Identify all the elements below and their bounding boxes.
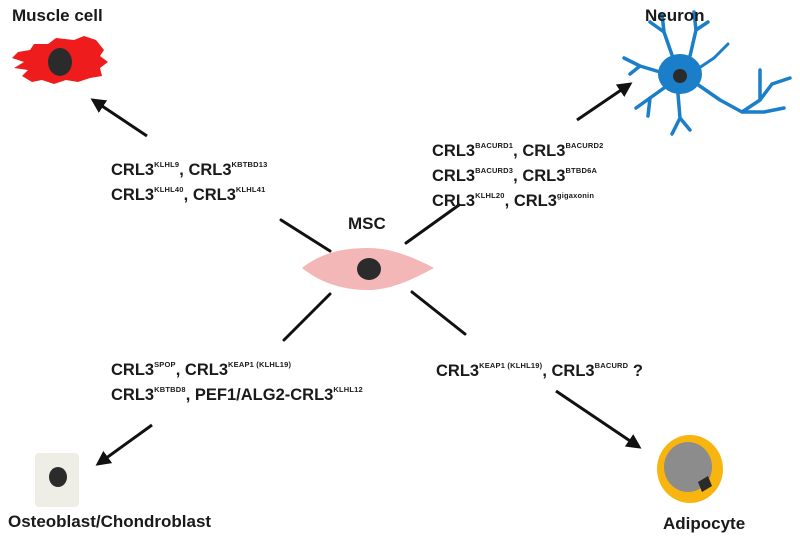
adipocyte-crl3-block: CRL3KEAP1 (KLHL19), CRL3BACURD ? bbox=[436, 356, 643, 381]
neuron-crl3-line-3: CRL3KLHL20, CRL3gigaxonin bbox=[432, 186, 604, 211]
adipocyte-crl3-line-1: CRL3KEAP1 (KLHL19), CRL3BACURD ? bbox=[436, 356, 643, 381]
arrow-to-neuron bbox=[576, 82, 633, 122]
separator: , bbox=[179, 161, 189, 179]
muscle-crl3-line-2: CRL3KLHL40, CRL3KLHL41 bbox=[111, 180, 268, 205]
substrate-adaptor: BACURD2 bbox=[565, 141, 604, 150]
osteo-crl3-line-1: CRL3SPOP, CRL3KEAP1 (KLHL19) bbox=[111, 355, 363, 380]
line-to-neuron-branch bbox=[404, 203, 461, 245]
muscle-cell-label: Muscle cell bbox=[12, 6, 103, 25]
substrate-adaptor: KLHL20 bbox=[475, 191, 505, 200]
substrate-adaptor: BACURD bbox=[594, 361, 629, 370]
crl3-name: CRL3 bbox=[522, 142, 566, 160]
substrate-adaptor: KLHL40 bbox=[154, 185, 184, 194]
arrow-to-adipocyte bbox=[555, 389, 642, 449]
connector-lines bbox=[279, 203, 467, 342]
substrate-adaptor: SPOP bbox=[154, 360, 176, 369]
osteo-crl3-block: CRL3SPOP, CRL3KEAP1 (KLHL19) CRL3KBTBD8,… bbox=[111, 355, 363, 405]
crl3-name: PEF1/ALG2-CRL3 bbox=[194, 386, 334, 404]
substrate-adaptor: BACURD3 bbox=[475, 166, 514, 175]
separator: , bbox=[183, 186, 193, 204]
crl3-name: CRL3 bbox=[111, 161, 155, 179]
crl3-name: CRL3 bbox=[184, 361, 229, 379]
substrate-adaptor: KBTBD8 bbox=[154, 385, 186, 394]
crl3-name: CRL3 bbox=[436, 362, 480, 380]
osteoblast-chondroblast-label: Osteoblast/Chondroblast bbox=[8, 512, 212, 531]
neuron-icon bbox=[622, 10, 792, 136]
crl3-name: CRL3 bbox=[432, 142, 476, 160]
crl3-name: CRL3 bbox=[513, 192, 557, 210]
adipocyte-label: Adipocyte bbox=[663, 514, 746, 533]
substrate-adaptor: gigaxonin bbox=[556, 191, 595, 200]
crl3-name: CRL3 bbox=[551, 362, 595, 380]
substrate-adaptor: KEAP1 (KLHL19) bbox=[479, 361, 543, 370]
arrow-to-muscle-cell bbox=[90, 98, 148, 138]
neuron-crl3-line-1: CRL3BACURD1, CRL3BACURD2 bbox=[432, 136, 604, 161]
msc-cell-icon bbox=[302, 248, 434, 290]
neuron-label: Neuron bbox=[645, 6, 705, 25]
substrate-adaptor: KLHL41 bbox=[235, 185, 266, 194]
substrate-adaptor: BACURD1 bbox=[475, 141, 514, 150]
arrow-to-osteoblast bbox=[95, 423, 153, 466]
line-to-osteo-branch bbox=[282, 292, 332, 342]
crl3-name: CRL3 bbox=[111, 361, 155, 379]
separator: , bbox=[504, 192, 514, 210]
muscle-cell-icon bbox=[12, 36, 108, 84]
muscle-crl3-line-1: CRL3KLHL9, CRL3KBTBD13 bbox=[111, 155, 268, 180]
crl3-name: CRL3 bbox=[111, 386, 155, 404]
crl3-name: CRL3 bbox=[432, 192, 476, 210]
crl3-name: CRL3 bbox=[432, 167, 476, 185]
line-to-muscle-branch bbox=[279, 218, 332, 253]
crl3-name: CRL3 bbox=[192, 186, 236, 204]
adipocyte-cell-icon bbox=[657, 435, 723, 503]
substrate-adaptor: KLHL12 bbox=[333, 385, 363, 394]
separator: , bbox=[185, 386, 195, 404]
neuron-crl3-block: CRL3BACURD1, CRL3BACURD2 CRL3BACURD3, CR… bbox=[432, 136, 604, 211]
line-to-adipocyte-branch bbox=[410, 290, 467, 336]
osteo-crl3-line-2: CRL3KBTBD8, PEF1/ALG2-CRL3KLHL12 bbox=[111, 380, 363, 405]
separator: , bbox=[513, 167, 523, 185]
separator: , bbox=[175, 361, 185, 379]
crl3-name: CRL3 bbox=[111, 186, 155, 204]
neuron-crl3-line-2: CRL3BACURD3, CRL3BTBD6A bbox=[432, 161, 604, 186]
separator: , bbox=[542, 362, 552, 380]
substrate-adaptor: BTBD6A bbox=[565, 166, 598, 175]
substrate-adaptor: KLHL9 bbox=[154, 160, 180, 169]
osteoblast-cell-icon bbox=[35, 453, 79, 507]
crl3-name: CRL3 bbox=[188, 161, 232, 179]
question-mark: ? bbox=[628, 362, 643, 380]
separator: , bbox=[513, 142, 523, 160]
substrate-adaptor: KEAP1 (KLHL19) bbox=[228, 360, 292, 369]
muscle-crl3-block: CRL3KLHL9, CRL3KBTBD13 CRL3KLHL40, CRL3K… bbox=[111, 155, 268, 205]
crl3-name: CRL3 bbox=[522, 167, 566, 185]
msc-label: MSC bbox=[348, 214, 386, 233]
substrate-adaptor: KBTBD13 bbox=[231, 160, 268, 169]
